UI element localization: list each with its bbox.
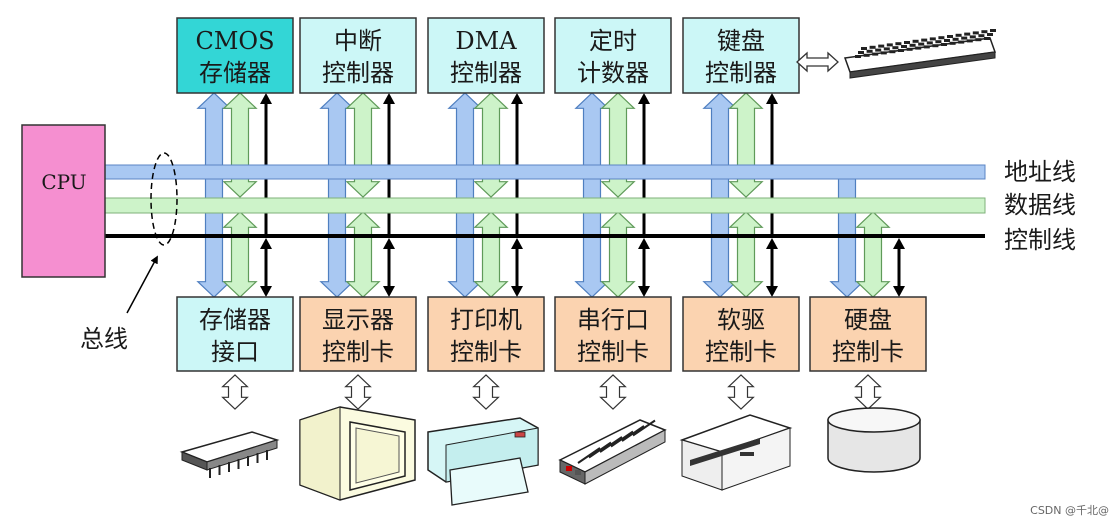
floppy-drive-icon (679, 414, 793, 491)
vertical-connection-arrows (196, 92, 905, 298)
bottom-module-line2: 控制卡 (832, 338, 904, 366)
bottom-data-arrow (600, 211, 636, 298)
bottom-module-box (176, 296, 294, 372)
bottom-control-arrow (511, 238, 523, 297)
top-address-arrow (574, 92, 610, 168)
bottom-module-box (299, 296, 417, 372)
bus-pointer-arrow (126, 255, 158, 314)
bottom-control-arrow (260, 238, 272, 297)
bottom-data-arrow (222, 211, 258, 298)
memory-chip-icon (179, 431, 280, 478)
top-data-arrow (728, 92, 764, 198)
device-link-arrow (854, 374, 882, 410)
module-boxes: CMOS存储器中断控制器DMA控制器定时计数器键盘控制器存储器接口显示器控制卡打… (176, 17, 927, 372)
top-address-arrow (196, 92, 232, 168)
top-module-line2: 计数器 (577, 59, 649, 87)
top-data-arrow (600, 92, 636, 198)
keyboard-link-arrow (796, 51, 839, 73)
data-bus-label: 数据线 (1004, 191, 1076, 219)
bottom-module-line2: 控制卡 (450, 338, 522, 366)
bottom-module-line1: 存储器 (199, 306, 271, 334)
top-data-arrow (222, 92, 258, 198)
bottom-data-arrow (473, 211, 509, 298)
bus-bundle-ellipse (150, 152, 178, 246)
keyboard-icon (843, 29, 997, 79)
peripheral-devices (179, 29, 997, 506)
bottom-control-arrow (893, 238, 905, 297)
top-module-0: CMOS 存储器 (176, 17, 294, 94)
bottom-module-box (682, 296, 800, 372)
top-data-arrow (345, 92, 381, 198)
address-bus (104, 164, 986, 180)
monitor-icon (299, 406, 416, 501)
bottom-module-line2: 接口 (211, 338, 259, 366)
top-address-arrow (319, 92, 355, 168)
bottom-module-line2: 控制卡 (705, 338, 777, 366)
bottom-module-line2: 控制卡 (322, 338, 394, 366)
bottom-data-arrow (855, 211, 891, 298)
cpu-block: CPU (21, 124, 106, 278)
top-module-line1: 键盘 (717, 27, 765, 55)
top-module-line2: 控制器 (450, 59, 522, 87)
bottom-data-arrow (345, 211, 381, 298)
top-module-line1: 定时 (589, 27, 637, 55)
bottom-data-arrow (728, 211, 764, 298)
top-module-box (299, 17, 417, 94)
top-address-arrow (702, 92, 738, 168)
bottom-control-arrow (383, 238, 395, 297)
top-module-line2: 控制器 (705, 59, 777, 87)
bottom-module-line1: 打印机 (450, 306, 522, 334)
bottom-module-line1: 串行口 (577, 306, 649, 334)
device-link-arrow (727, 374, 755, 410)
top-module-2: DMA 控制器 (427, 17, 545, 94)
top-module-line2: 控制器 (322, 59, 394, 87)
bottom-module-line1: 显示器 (322, 306, 394, 334)
printer-icon (427, 417, 539, 506)
bottom-module-line1: 软驱 (717, 306, 765, 334)
data-bus (104, 197, 986, 214)
modem-icon (558, 419, 667, 485)
bottom-module-box (554, 296, 672, 372)
top-address-arrow (447, 92, 483, 168)
top-data-arrow (473, 92, 509, 198)
bottom-module-box (427, 296, 545, 372)
top-module-box (554, 17, 672, 94)
device-link-arrow (472, 374, 500, 410)
bottom-module-box (809, 296, 927, 372)
system-bus (104, 164, 986, 238)
bus-group-label: 总线 (80, 325, 128, 353)
top-module-line1: DMA (455, 27, 517, 55)
bottom-control-arrow (638, 238, 650, 297)
control-bus-label: 控制线 (1004, 226, 1076, 254)
control-bus (105, 234, 985, 238)
top-module-box (427, 17, 545, 94)
bottom-module-line2: 控制卡 (577, 338, 649, 366)
device-link-arrow (221, 374, 249, 410)
device-link-arrow (344, 374, 372, 410)
bus-group-indicator: 总线 (80, 152, 178, 353)
bottom-control-arrow (766, 238, 778, 297)
top-module-box (682, 17, 800, 94)
device-link-arrow (599, 374, 627, 410)
top-module-box (176, 17, 294, 94)
top-module-line1: 中断 (334, 27, 382, 55)
cpu-label: CPU (41, 170, 86, 194)
top-module-line2: 存储器 (199, 59, 271, 87)
bottom-module-line1: 硬盘 (844, 306, 892, 334)
watermark: CSDN @千北@ (1030, 504, 1109, 517)
top-module-line1: CMOS (195, 27, 274, 55)
address-bus-label: 地址线 (1004, 158, 1076, 186)
cpu-box (21, 124, 106, 278)
hard-disk-icon (827, 407, 921, 473)
